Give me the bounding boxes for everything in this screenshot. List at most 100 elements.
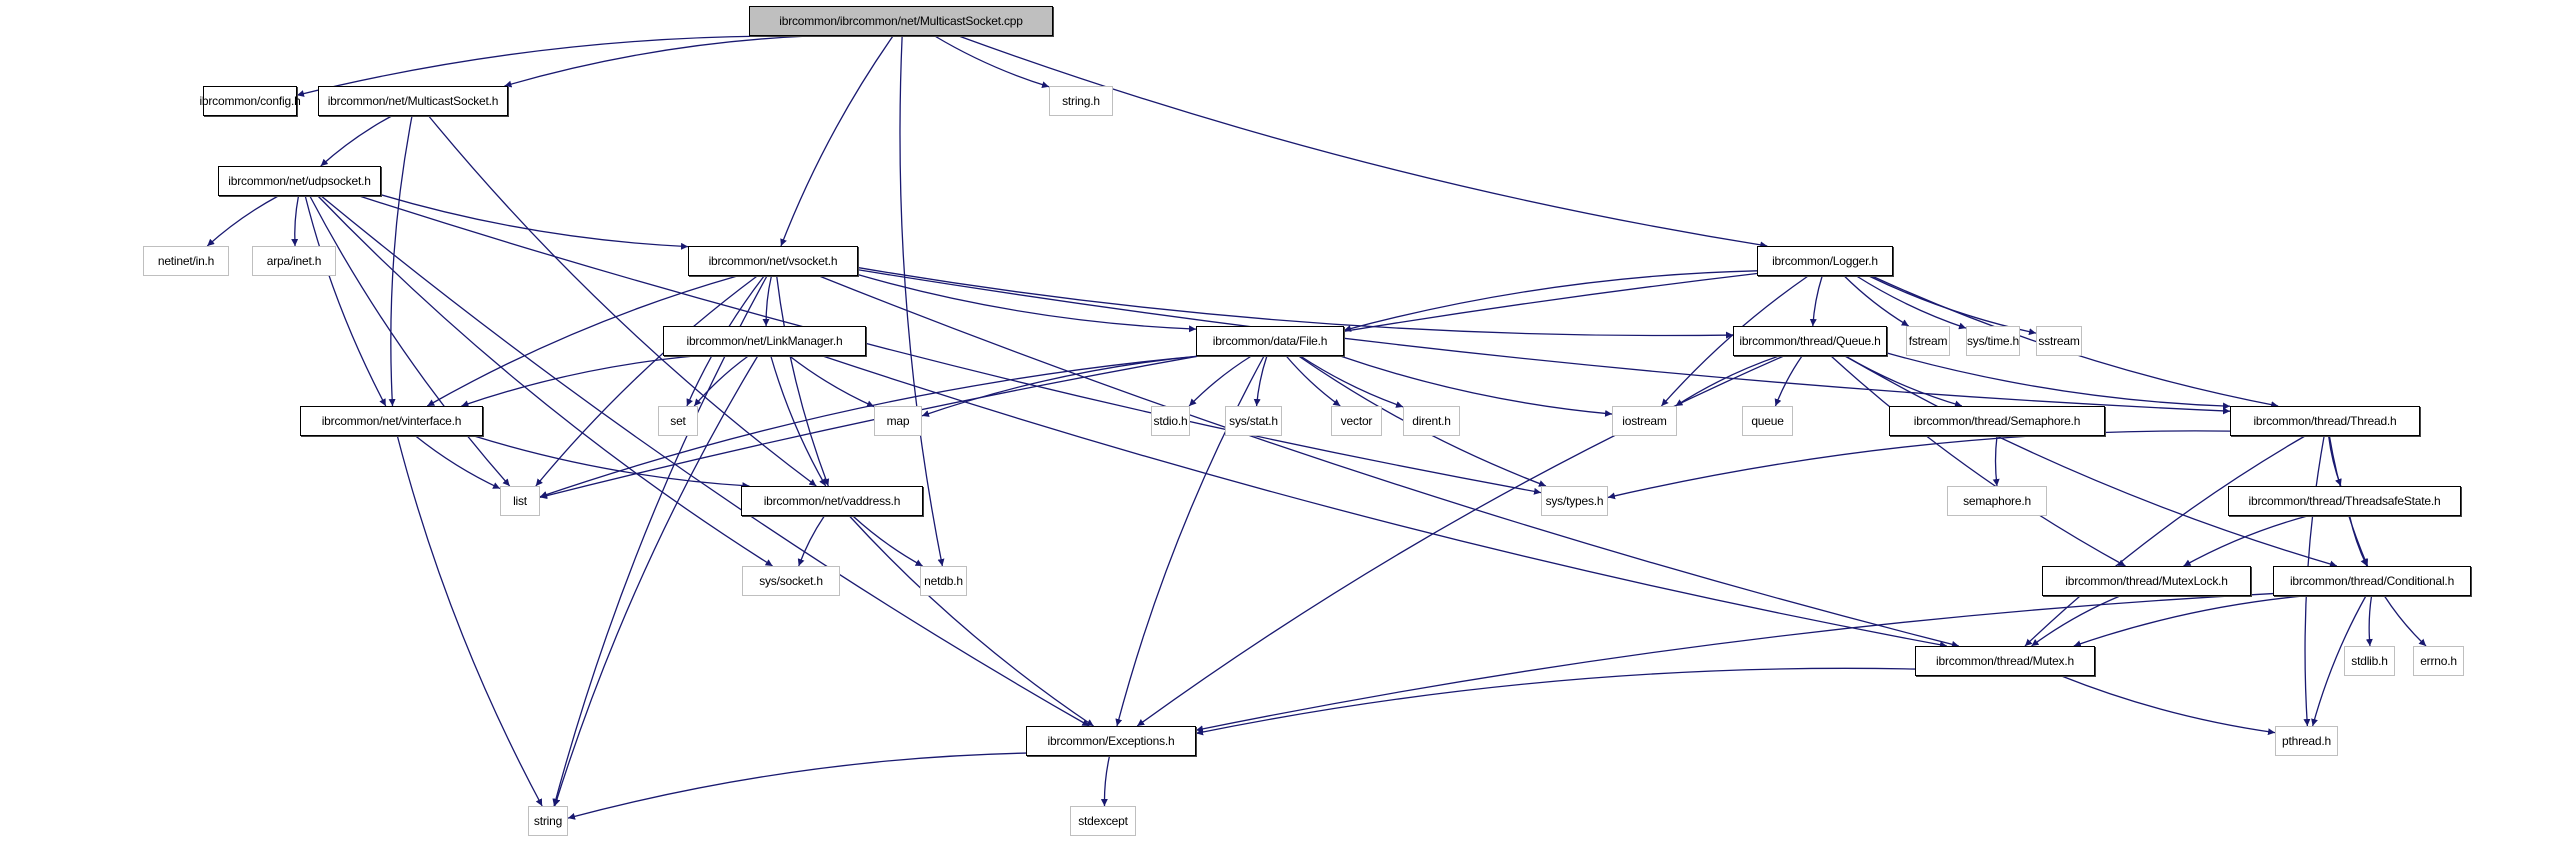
edge-file-to-iostream: [1340, 355, 1613, 417]
edge-queue-h-to-iostream: [1675, 355, 1780, 407]
node-mutexlock[interactable]: ibrcommon/thread/MutexLock.h: [2042, 566, 2251, 596]
node-conditional[interactable]: ibrcommon/thread/Conditional.h: [2273, 566, 2471, 596]
node-semaphore-h[interactable]: ibrcommon/thread/Semaphore.h: [1889, 406, 2105, 436]
node-syssocket: sys/socket.h: [742, 566, 840, 596]
edge-vaddress-to-exceptions: [848, 515, 1094, 727]
edge-udpsocket-to-list: [309, 195, 511, 487]
edge-vaddress-to-syssocket: [797, 515, 825, 567]
edge-root-to-mcsock: [504, 35, 810, 88]
edge-vaddress-to-netdb: [852, 515, 923, 567]
node-thread[interactable]: ibrcommon/thread/Thread.h: [2230, 406, 2420, 436]
edge-linkmgr-to-mutex: [822, 355, 1947, 649]
edge-queue-h-to-conditional: [1844, 355, 2338, 568]
edge-logger-to-queue-h: [1809, 275, 1823, 327]
node-file[interactable]: ibrcommon/data/File.h: [1196, 326, 1344, 356]
edge-queue-h-to-exceptions: [1136, 355, 1785, 727]
node-vector: vector: [1331, 406, 1382, 436]
edge-file-to-exceptions: [1115, 355, 1265, 727]
node-mutex[interactable]: ibrcommon/thread/Mutex.h: [1915, 646, 2095, 676]
edge-vinterface-to-vaddress: [473, 435, 750, 490]
edge-file-to-stdio: [1188, 355, 1252, 407]
edge-vsocket-to-thread: [857, 269, 2231, 415]
edge-root-to-logger: [958, 35, 1768, 249]
edge-mutexlock-to-mutex: [2031, 595, 2121, 647]
edge-file-to-sysstat: [1253, 355, 1268, 407]
edge-file-to-vector: [1285, 355, 1341, 407]
edge-udpsocket-to-netinet: [206, 195, 279, 247]
node-sysstat: sys/stat.h: [1225, 406, 1282, 436]
node-systime: sys/time.h: [1966, 326, 2020, 356]
node-netinet: netinet/in.h: [143, 246, 229, 276]
edge-udpsocket-to-arpa: [291, 195, 300, 247]
edge-mcsock-to-vaddress: [428, 115, 817, 487]
edge-tsstate-to-conditional: [2349, 515, 2368, 567]
edge-logger-to-iostream: [1660, 275, 1809, 407]
edge-logger-to-fstream: [1843, 275, 1910, 327]
edge-queue-h-to-queue: [1774, 355, 1803, 407]
edges-layer: [206, 35, 2427, 820]
node-stdlib: stdlib.h: [2344, 646, 2395, 676]
edge-mutex-to-exceptions: [1195, 667, 1916, 736]
node-set: set: [658, 406, 698, 436]
node-root[interactable]: ibrcommon/ibrcommon/net/MulticastSocket.…: [749, 6, 1053, 36]
edge-vsocket-to-mutex: [818, 275, 1959, 648]
edge-exceptions-to-stdexcept: [1100, 755, 1111, 807]
edge-vsocket-to-list: [535, 275, 758, 487]
node-queue-h[interactable]: ibrcommon/thread/Queue.h: [1733, 326, 1887, 356]
edge-vsocket-to-file: [857, 274, 1197, 333]
edge-linkmgr-to-set: [693, 355, 749, 407]
edge-tsstate-to-mutexlock: [2183, 515, 2308, 567]
edge-conditional-to-exceptions: [1195, 592, 2274, 733]
node-netdb: netdb.h: [920, 566, 967, 596]
node-list: list: [500, 486, 540, 516]
edge-vsocket-to-queue-h: [857, 266, 1734, 339]
edge-mcsock-to-vinterface: [388, 115, 413, 407]
node-logger[interactable]: ibrcommon/Logger.h: [1757, 246, 1893, 276]
node-sstream: sstream: [2036, 326, 2082, 356]
edge-udpsocket-to-syssocket: [317, 195, 773, 567]
edge-queue-h-to-semaphore-h: [1844, 355, 1963, 408]
node-stringh: string.h: [1049, 86, 1113, 116]
node-linkmgr[interactable]: ibrcommon/net/LinkManager.h: [663, 326, 866, 356]
edge-semaphore-h-to-semaphore: [1992, 435, 2000, 487]
edge-file-to-list: [539, 355, 1200, 498]
node-tsstate[interactable]: ibrcommon/thread/ThreadsafeState.h: [2228, 486, 2461, 516]
node-exceptions[interactable]: ibrcommon/Exceptions.h: [1026, 726, 1196, 756]
edge-conditional-to-mutex: [2073, 595, 2304, 648]
edge-vsocket-to-linkmgr: [762, 275, 773, 327]
node-semaphore: semaphore.h: [1947, 486, 2047, 516]
node-vsocket[interactable]: ibrcommon/net/vsocket.h: [688, 246, 858, 276]
node-vinterface[interactable]: ibrcommon/net/vinterface.h: [300, 406, 483, 436]
edge-thread-to-mutex: [2024, 435, 2306, 647]
node-fstream: fstream: [1906, 326, 1950, 356]
node-iostream: iostream: [1612, 406, 1677, 436]
node-vaddress[interactable]: ibrcommon/net/vaddress.h: [741, 486, 923, 516]
edge-thread-to-systypes: [1607, 430, 2231, 500]
edge-logger-to-sstream: [1868, 275, 2037, 336]
edge-udpsocket-to-vsocket: [380, 194, 689, 250]
node-config[interactable]: ibrcommon/config.h: [199, 86, 301, 116]
node-map: map: [874, 406, 922, 436]
edge-mutex-to-pthread: [2061, 675, 2276, 736]
edge-root-to-vsocket: [780, 35, 894, 247]
edge-mcsock-to-udpsocket: [320, 115, 393, 167]
edge-logger-to-list: [539, 272, 1758, 500]
edge-logger-to-systime: [1856, 275, 1967, 330]
edge-queue-h-to-thread: [1886, 352, 2231, 410]
node-mcsock[interactable]: ibrcommon/net/MulticastSocket.h: [318, 86, 508, 116]
edge-vinterface-to-string: [396, 435, 543, 807]
edge-queue-h-to-mutexlock: [1830, 355, 2126, 567]
edge-logger-to-file: [1343, 270, 1758, 332]
node-udpsocket[interactable]: ibrcommon/net/udpsocket.h: [218, 166, 381, 196]
node-errno: errno.h: [2413, 646, 2464, 676]
node-arpa: arpa/inet.h: [252, 246, 336, 276]
node-string: string: [528, 806, 568, 836]
edge-vsocket-to-vinterface: [426, 275, 738, 407]
edge-udpsocket-to-vinterface: [304, 195, 387, 407]
edge-conditional-to-pthread: [2311, 595, 2367, 727]
edge-vsocket-to-vaddress: [776, 275, 830, 487]
edge-exceptions-to-string: [567, 752, 1027, 820]
edge-root-to-stringh: [934, 35, 1050, 89]
edge-linkmgr-to-vinterface: [461, 355, 695, 408]
node-stdexcept: stdexcept: [1070, 806, 1136, 836]
